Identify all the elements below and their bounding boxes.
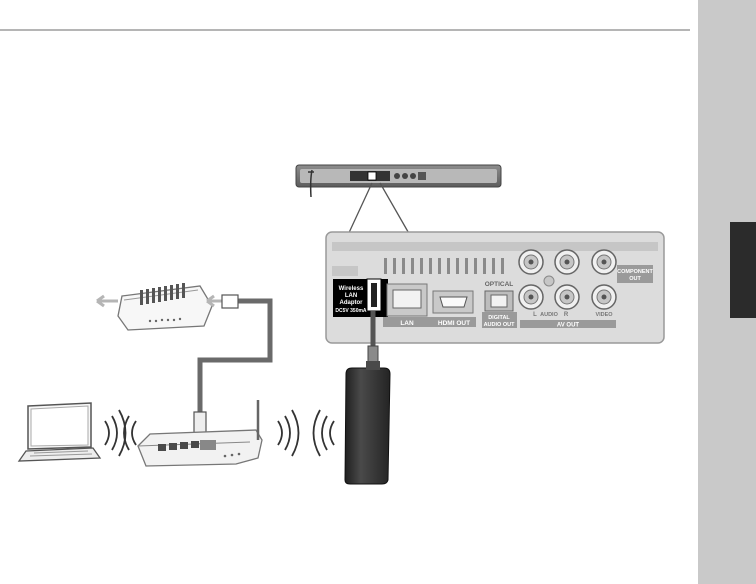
- audio-label: AUDIO: [540, 312, 558, 318]
- rear-panel: Wireless LAN Adaptor DC5V 350mA LAN HDMI…: [325, 231, 665, 344]
- usb-plug: [371, 283, 377, 307]
- router-device: [137, 400, 263, 467]
- vent-slots: [384, 258, 504, 274]
- component-label-line2: OUT: [629, 276, 641, 282]
- modem-device: [117, 283, 213, 331]
- adapter-label-line2: LAN: [345, 293, 357, 299]
- av-out-jacks: [518, 284, 617, 310]
- arrow-icons: [96, 294, 223, 308]
- av-out-label: AV OUT: [557, 323, 580, 329]
- audio-left-label: L: [533, 312, 537, 318]
- wifi-signal-icons: [104, 409, 335, 457]
- digital-audio-label-line2: AUDIO OUT: [484, 322, 516, 328]
- lan-label: LAN: [400, 320, 414, 327]
- hdmi-label: HDMI OUT: [438, 320, 470, 327]
- wireless-lan-adaptor: [344, 361, 391, 485]
- component-jacks: [518, 249, 617, 275]
- video-label: VIDEO: [595, 312, 613, 318]
- player-unit: [295, 164, 502, 198]
- audio-right-label: R: [564, 312, 569, 318]
- top-rule: [0, 29, 690, 31]
- component-label-line1: COMPONENT: [617, 269, 653, 275]
- adapter-rating: DC5V 350mA: [335, 308, 367, 314]
- laptop-device: [17, 402, 102, 462]
- optical-label: OPTICAL: [485, 281, 514, 288]
- digital-audio-label-line1: DIGITAL: [488, 315, 510, 321]
- side-tab: [730, 222, 756, 318]
- adapter-label-line1: Wireless: [339, 286, 364, 292]
- adapter-label-line3: Adaptor: [340, 300, 364, 306]
